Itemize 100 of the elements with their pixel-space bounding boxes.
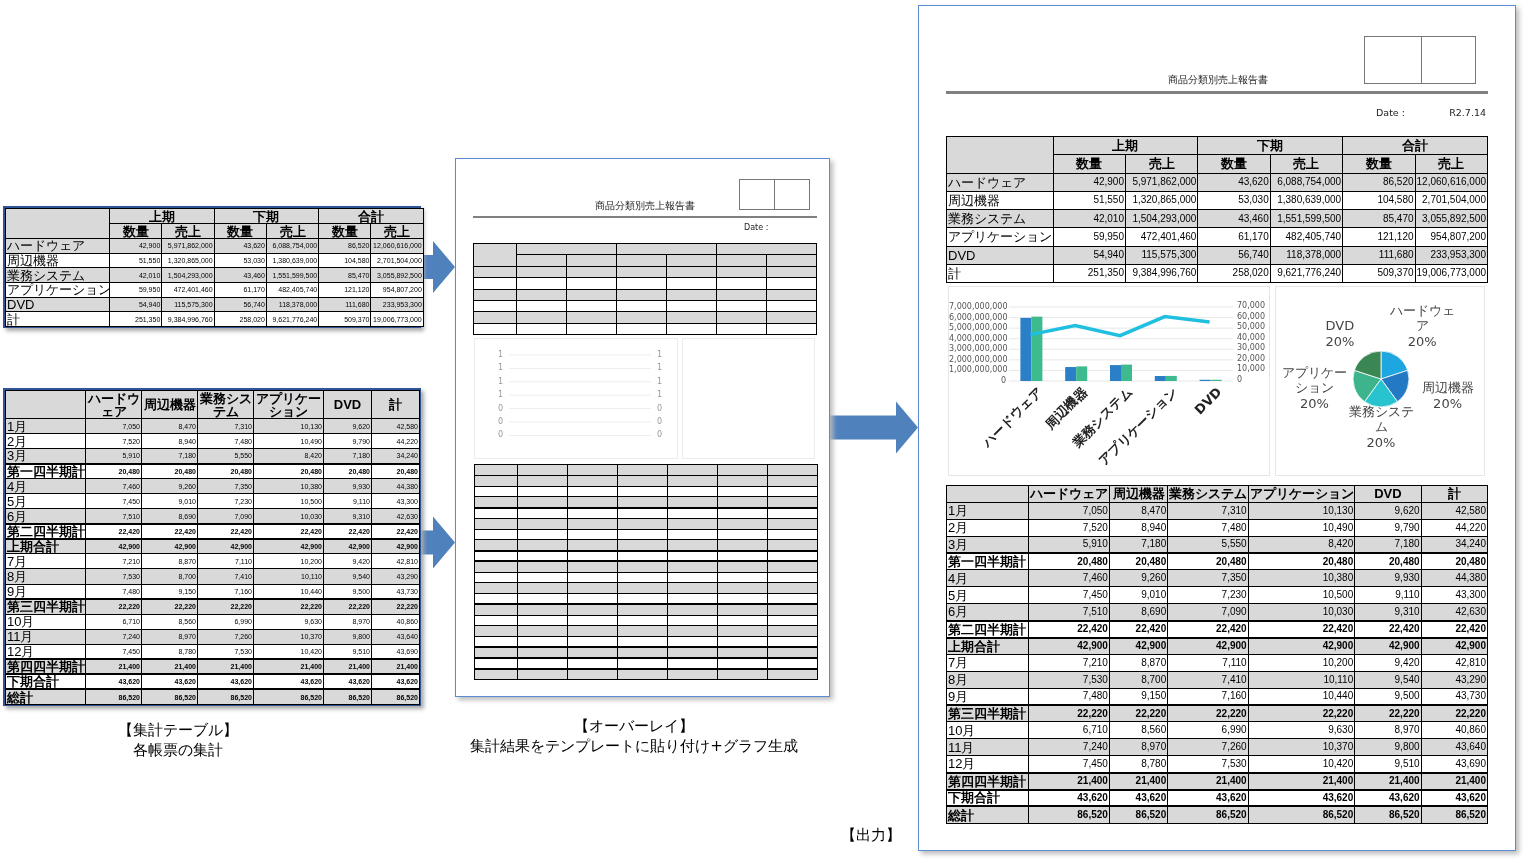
- table-cell: 総計: [5, 689, 86, 705]
- table-cell: 86,520: [1421, 806, 1488, 824]
- data-label: 20%: [1432, 397, 1463, 413]
- date-value: R2.7.14: [1448, 108, 1486, 119]
- axis-tick: 2,000,000,000: [949, 354, 1006, 365]
- table-cell: 42,900: [1354, 637, 1422, 655]
- data-label: 20%: [1298, 397, 1330, 413]
- block-arrow: [421, 516, 455, 569]
- report-page: [918, 5, 1516, 851]
- table-cell: ハードウェア: [85, 390, 142, 419]
- table-cell: 21,400: [1109, 772, 1168, 790]
- template-page: [455, 158, 830, 697]
- table-cell: アプリケーション: [253, 390, 324, 419]
- table-cell: 上期: [1053, 136, 1198, 155]
- block-arrow: [421, 241, 455, 293]
- table-cell: 42,900: [1028, 637, 1110, 655]
- table-cell: 22,420: [1109, 620, 1168, 638]
- table-cell: ハードウェア: [1028, 485, 1110, 503]
- monthly-table: [3, 388, 421, 706]
- category-label: 業務システム: [1347, 405, 1415, 435]
- table-cell: 21,400: [1167, 772, 1249, 790]
- node-label: 【オーバーレイ】: [573, 718, 695, 736]
- table-cell: 86,520: [1028, 806, 1110, 824]
- axis-tick: 60,000: [1237, 311, 1266, 321]
- axis-tick: 70,000: [1237, 301, 1266, 311]
- table-cell: 合計: [318, 208, 424, 224]
- table-cell: 周辺機器: [1109, 485, 1168, 503]
- table-cell: DVD: [1354, 485, 1422, 503]
- table-cell: 計: [371, 390, 420, 419]
- axis-tick: 10,000: [1237, 364, 1266, 374]
- table-cell: 86,520: [1167, 806, 1249, 824]
- table-cell: 下期: [1197, 136, 1343, 155]
- table-cell: 22,220: [1109, 705, 1168, 722]
- axis-tick: 0: [657, 403, 664, 413]
- axis-tick: 1: [496, 350, 503, 360]
- axis-tick: 0: [999, 376, 1006, 386]
- category-label: DVD: [1324, 318, 1356, 334]
- axis-tick: 1: [496, 363, 503, 373]
- table-cell: 22,220: [1028, 705, 1110, 722]
- axis-tick: 0: [496, 403, 503, 413]
- axis-tick: 1: [657, 390, 664, 400]
- table-cell: 第四四半期計: [946, 772, 1029, 790]
- table-cell: 86,520: [1248, 806, 1355, 824]
- table-cell: 上期合計: [946, 637, 1029, 655]
- axis-tick: 1: [657, 376, 664, 386]
- table-cell: 22,220: [1248, 705, 1355, 722]
- axis-tick: 6,000,000,000: [949, 312, 1006, 322]
- table-cell: アプリケーション: [1248, 485, 1355, 503]
- table-cell: 総計: [946, 806, 1029, 824]
- table-cell: 22,220: [1354, 705, 1422, 722]
- table-cell: 20,480: [1167, 553, 1249, 570]
- table-cell: 第一四半期計: [5, 463, 86, 479]
- table-cell: 第一四半期計: [946, 553, 1029, 570]
- block-arrow: [830, 401, 918, 454]
- table-cell: 上期: [109, 208, 215, 224]
- axis-tick: 1,000,000,000: [949, 365, 1006, 375]
- caption: 【集計テーブル】: [117, 722, 239, 740]
- axis-tick: 0: [657, 417, 664, 427]
- table-cell: 計: [1421, 485, 1488, 503]
- axis-tick: 1: [496, 376, 503, 386]
- category-label: ハードウェア: [1388, 303, 1456, 334]
- axis-tick: 30,000: [1237, 343, 1266, 353]
- axis-tick: 1: [657, 363, 664, 373]
- caption: 各帳票の集計: [132, 742, 224, 760]
- axis-tick: 40,000: [1237, 332, 1266, 342]
- table-cell: 第二四半期計: [946, 620, 1029, 638]
- axis-tick: 5,000,000,000: [949, 323, 1006, 333]
- table-cell: 20,480: [1109, 553, 1168, 570]
- summary-table: [3, 206, 421, 328]
- table-cell: 42,900: [1421, 637, 1488, 655]
- axis-tick: 50,000: [1237, 322, 1266, 332]
- table-cell: 第三四半期計: [5, 599, 86, 615]
- table-cell: 21,400: [1028, 772, 1110, 790]
- table-cell: 上期合計: [5, 538, 86, 554]
- table-cell: DVD: [323, 390, 372, 419]
- table-cell: 21,400: [1354, 772, 1422, 790]
- table-cell: 22,220: [1421, 705, 1488, 722]
- table-cell: 20,480: [1248, 553, 1355, 570]
- table-cell: 86,520: [1354, 806, 1422, 824]
- category-label: 周辺機器: [1420, 381, 1475, 397]
- table-cell: 21,400: [1421, 772, 1488, 790]
- table-cell: 42,900: [1167, 637, 1249, 655]
- table-cell: 22,220: [1167, 705, 1249, 722]
- data-label: 20%: [1324, 334, 1356, 350]
- table-cell: 86,520: [1109, 806, 1168, 824]
- table-cell: 20,480: [1354, 553, 1422, 570]
- axis-tick: 0: [496, 417, 503, 427]
- table-cell: 22,420: [1354, 620, 1422, 638]
- table-cell: 21,400: [1248, 772, 1355, 790]
- node-label: 集計結果をテンプレートに貼り付け+グラフ生成: [469, 738, 799, 756]
- table-cell: 業務システム: [197, 390, 254, 419]
- table-cell: 周辺機器: [141, 390, 198, 419]
- table-cell: 42,900: [1248, 637, 1355, 655]
- table-cell: 20,480: [1028, 553, 1110, 570]
- axis-tick: 0: [657, 430, 664, 440]
- table-cell: 第三四半期計: [946, 705, 1029, 722]
- data-label: 20%: [1365, 436, 1397, 451]
- table-cell: 20,480: [1421, 553, 1488, 570]
- axis-tick: 0: [496, 430, 503, 440]
- axis-tick: 20,000: [1237, 353, 1266, 364]
